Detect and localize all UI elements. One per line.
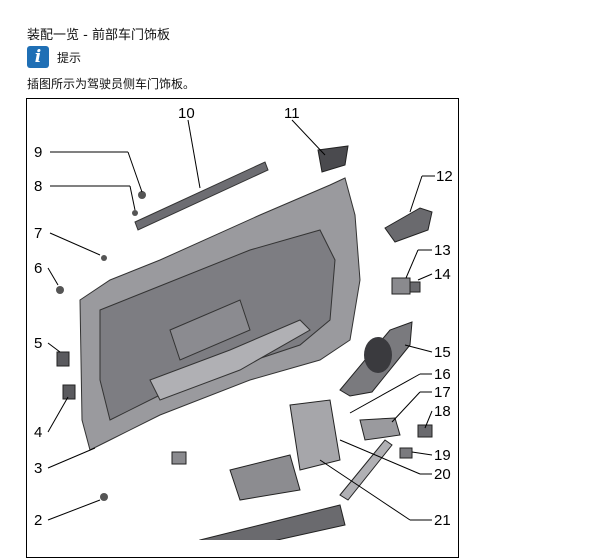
part-lower-trim <box>199 504 346 540</box>
part-4-switch <box>62 384 76 400</box>
part-6-clip <box>56 286 64 294</box>
part-13-clip <box>391 277 411 295</box>
part-5-switch <box>56 351 70 367</box>
part-20-switch-panel <box>289 399 341 471</box>
part-9-clip <box>138 191 146 199</box>
callout-7: 7 <box>34 225 42 242</box>
callout-14: 14 <box>434 266 451 283</box>
info-icon: i <box>27 46 49 68</box>
callout-19: 19 <box>434 447 451 464</box>
part-17-bracket <box>359 417 401 441</box>
part-19-clip <box>399 447 413 459</box>
callout-13: 13 <box>434 242 451 259</box>
callout-21: 21 <box>434 512 451 529</box>
leader-lines <box>47 119 435 521</box>
page-title: 装配一览 - 前部车门饰板 <box>27 28 170 43</box>
callout-12: 12 <box>436 168 453 185</box>
callout-20: 20 <box>434 466 451 483</box>
part-8-screw <box>132 210 138 216</box>
callout-6: 6 <box>34 260 42 277</box>
part-21-armrest <box>229 454 301 501</box>
callout-9: 9 <box>34 144 42 161</box>
part-10-strip <box>134 161 269 231</box>
speaker-grille <box>364 337 392 373</box>
callout-10: 10 <box>178 105 195 122</box>
callout-2: 2 <box>34 512 42 529</box>
part-14-clip <box>409 281 421 293</box>
part-side-strip <box>339 439 393 501</box>
callout-3: 3 <box>34 460 42 477</box>
callout-5: 5 <box>34 335 42 352</box>
note-row: i 提示 <box>27 44 81 70</box>
part-11-cover <box>317 145 349 173</box>
door-trim-panel <box>79 177 361 451</box>
callout-18: 18 <box>434 403 451 420</box>
part-12-handle <box>384 207 433 243</box>
callout-11: 11 <box>284 105 300 122</box>
part-18-clip <box>417 424 433 438</box>
callout-8: 8 <box>34 178 42 195</box>
callout-17: 17 <box>434 384 451 401</box>
exploded-diagram: 10 11 9 8 12 7 13 6 14 5 15 16 17 4 18 1… <box>34 105 453 540</box>
note-text: 插图所示为驾驶员侧车门饰板。 <box>27 77 196 91</box>
callout-15: 15 <box>434 344 451 361</box>
callout-16: 16 <box>434 366 451 383</box>
part-small-clip <box>171 451 187 465</box>
note-label: 提示 <box>57 50 82 65</box>
callout-4: 4 <box>34 424 42 441</box>
part-7-screw <box>101 255 107 261</box>
part-2-screw <box>100 493 108 501</box>
